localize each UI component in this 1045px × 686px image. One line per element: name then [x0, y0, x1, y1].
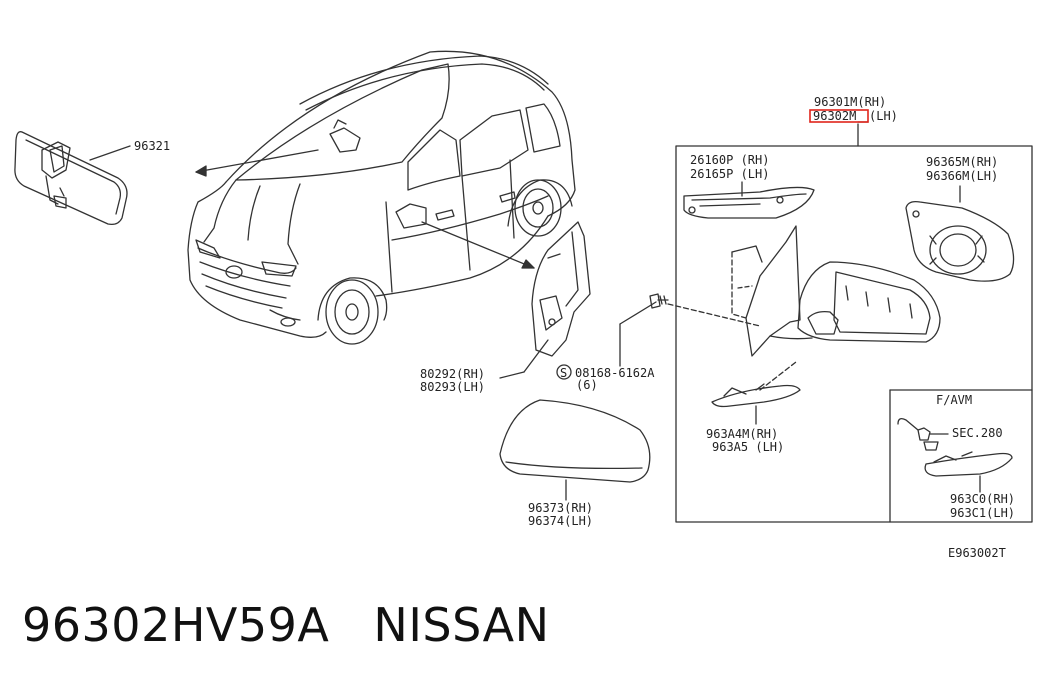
screw-drawing — [556, 293, 761, 380]
label-mirror-assy-rh: 96301M(RH) — [814, 95, 886, 109]
part-caption: 96302HV59A NISSAN — [22, 598, 550, 652]
caption-brand: NISSAN — [373, 598, 550, 652]
mirror-cover-drawing — [499, 399, 651, 501]
label-avm-sec: SEC.280 — [952, 426, 1003, 440]
label-screw-qty: (6) — [576, 378, 598, 392]
label-finisher-rh: 80292(RH) — [420, 367, 485, 381]
avm-camera-drawing — [897, 418, 1013, 493]
label-lower-cover-rh: 963A4M(RH) — [706, 427, 778, 441]
label-turn-lamp-lh: 26165P (LH) — [690, 167, 769, 181]
mirror-finisher-drawing — [499, 221, 591, 379]
label-turn-lamp-rh: 26160P (RH) — [690, 153, 769, 167]
label-glass-rh: 96365M(RH) — [926, 155, 998, 169]
mirror-housing-drawing — [731, 225, 941, 357]
label-cover-lh: 96374(LH) — [528, 514, 593, 528]
label-finisher-lh: 80293(LH) — [420, 380, 485, 394]
label-camera-rh: 963C0(RH) — [950, 492, 1015, 506]
mirror-assembly-box — [675, 123, 1033, 523]
vehicle-pointer-arrows — [195, 149, 535, 269]
vehicle-drawing — [187, 50, 576, 345]
label-avm-title: F/AVM — [936, 393, 972, 407]
inner-mirror-drawing — [14, 131, 131, 226]
label-screw-symbol: S — [560, 366, 567, 380]
label-cover-rh: 96373(RH) — [528, 501, 593, 515]
label-mirror-assy-lh-side: (LH) — [869, 109, 898, 123]
turn-lamp-drawing — [683, 181, 815, 219]
highlight-box — [809, 109, 869, 123]
label-screw-part: 08168-6162A — [575, 366, 655, 380]
lower-cover-drawing — [711, 361, 801, 425]
label-camera-lh: 963C1(LH) — [950, 506, 1015, 520]
label-mirror-assy-lh-part: 96302M — [813, 109, 856, 123]
mirror-glass-drawing — [905, 185, 1015, 282]
diagram-labels: 96321 96301M(RH) 96302M (LH) 26160P (RH)… — [134, 95, 1015, 560]
label-glass-lh: 96366M(LH) — [926, 169, 998, 183]
label-lower-cover-lh: 963A5 (LH) — [712, 440, 784, 454]
label-diagram-code: E963002T — [948, 546, 1006, 560]
label-inner-mirror: 96321 — [134, 139, 170, 153]
caption-part-number: 96302HV59A — [22, 598, 330, 652]
